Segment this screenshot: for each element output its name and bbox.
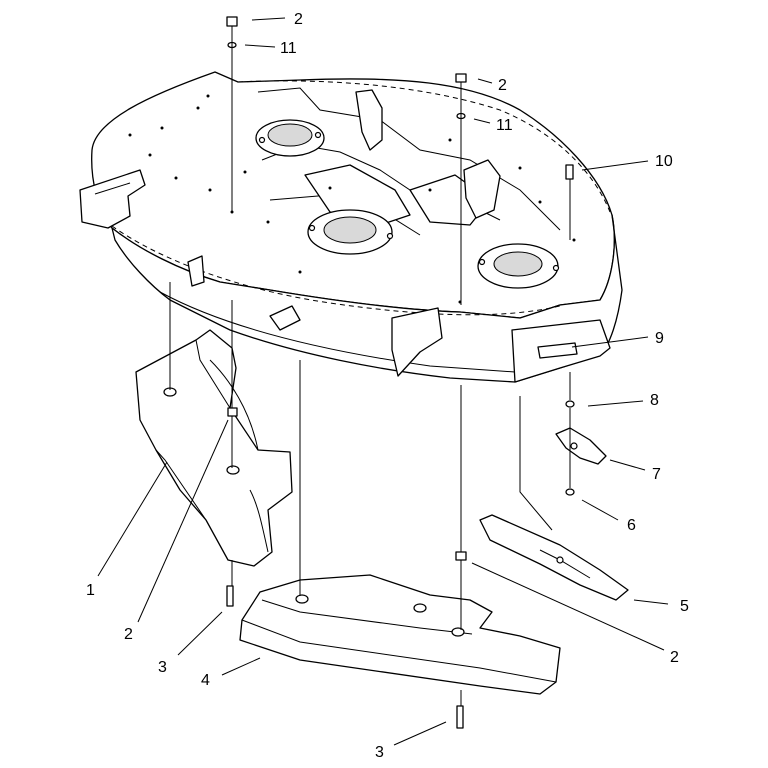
leader-lines	[97, 17, 669, 746]
callout-6: 6	[627, 517, 636, 534]
callout-2-mid: 2	[498, 77, 507, 94]
callout-11-mid: 11	[496, 117, 513, 134]
callout-9: 9	[655, 330, 664, 347]
callout-labels: 2 11 2 11 10 9 8 7 6 5 2 1 2 3 4 3	[86, 11, 689, 761]
alignment-lines	[169, 26, 571, 706]
callout-4: 4	[201, 672, 210, 689]
blade-part	[479, 514, 629, 601]
callout-3-bottom: 3	[375, 744, 384, 761]
callout-2-left: 2	[124, 626, 133, 643]
mower-deck-housing	[79, 71, 623, 383]
callout-7: 7	[652, 466, 661, 483]
callout-1: 1	[86, 582, 95, 599]
fasteners	[226, 16, 575, 729]
blade-adapter-part	[555, 427, 607, 465]
callout-11-top: 11	[280, 40, 297, 57]
callout-8: 8	[650, 392, 659, 409]
callout-2-top: 2	[294, 11, 303, 28]
front-baffle-part	[239, 574, 561, 695]
left-baffle-part	[135, 329, 293, 567]
callout-3-left: 3	[158, 659, 167, 676]
callout-2-right: 2	[670, 649, 679, 666]
callout-5: 5	[680, 598, 689, 615]
callout-10: 10	[655, 153, 673, 170]
